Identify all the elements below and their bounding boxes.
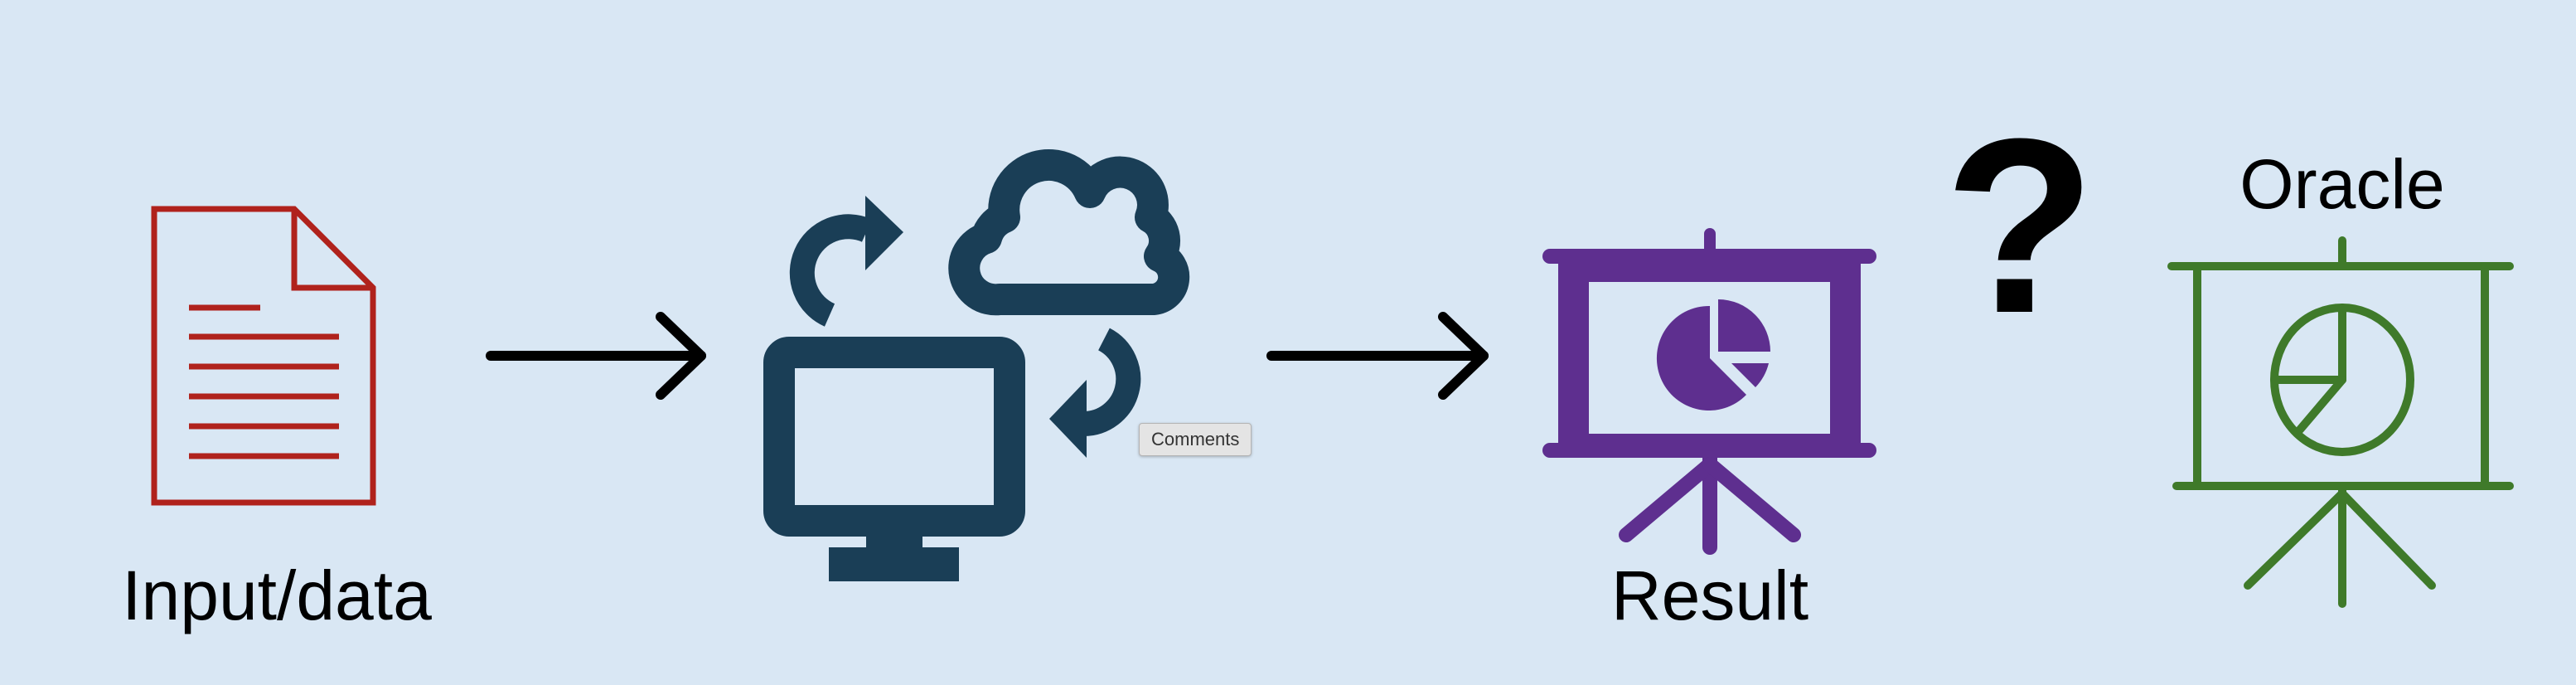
result-label: Result	[1610, 556, 1809, 634]
computer-cloud-sync-icon	[763, 149, 1190, 581]
pie-chart-icon	[1656, 299, 1770, 411]
presentation-pie-chart-icon	[1542, 228, 1876, 555]
sync-arrow-icon	[1049, 328, 1141, 458]
document-icon	[151, 206, 376, 506]
sync-arrow-icon	[789, 196, 903, 327]
right-arrow-icon	[1266, 312, 1489, 400]
right-arrow-icon	[486, 312, 706, 400]
monitor-icon	[763, 337, 1025, 581]
input-data-label: Input/data	[122, 556, 432, 634]
oracle-label: Oracle	[2239, 145, 2445, 223]
comments-tooltip: Comments	[1139, 423, 1252, 456]
question-mark-icon: ?	[1944, 86, 2096, 365]
presentation-pie-chart-outline-icon	[2167, 236, 2514, 608]
cloud-icon	[948, 149, 1190, 316]
